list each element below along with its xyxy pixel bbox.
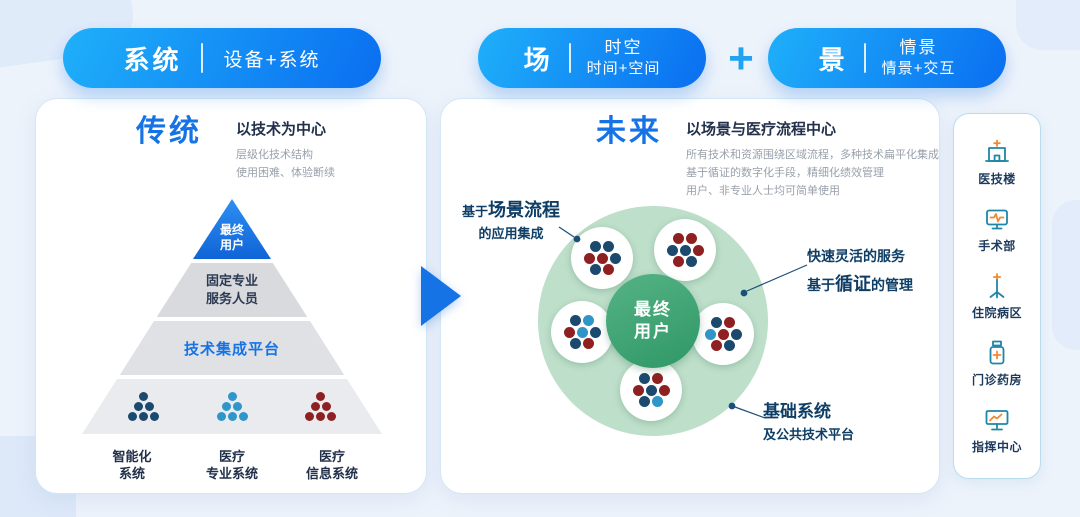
- app-cluster-circle: [551, 301, 613, 363]
- sidebar-label: 手术部: [978, 239, 1016, 253]
- medicine-bottle-icon: [989, 340, 1005, 365]
- pyramid-platform-level: 技术集成平台: [119, 321, 345, 375]
- pyramid-diagram: 最终 用户 固定专业 服务人员 技术集成平台: [82, 199, 382, 434]
- traditional-title: 传统: [136, 115, 202, 148]
- sidebar-label: 指挥中心: [971, 440, 1022, 454]
- label-service-line1: 快速灵活的服务: [807, 248, 905, 264]
- label-service-pre: 基于: [807, 276, 835, 293]
- pill-field: 场 时空 时间+空间: [478, 28, 706, 88]
- sidebar-item-medtech-building: 医技楼: [978, 137, 1016, 187]
- sidebar-label: 医技楼: [978, 172, 1016, 186]
- label-medical-info-line1: 医疗: [318, 449, 345, 464]
- pill-divider: [201, 43, 204, 73]
- traditional-desc-line2: 使用困难、体验断续: [236, 167, 335, 180]
- background-shape: [1052, 200, 1080, 350]
- plus-sign: +: [728, 34, 754, 83]
- label-smart-system-line1: 智能化: [112, 449, 152, 464]
- label-base-platform: 基础系统 及公共技术平台: [763, 399, 913, 445]
- pill-system-label: 系统: [123, 44, 182, 75]
- pill-field-sub-line1: 时空: [604, 38, 643, 58]
- pyramid-end-user-line1: 最终: [219, 222, 244, 237]
- pill-scene-sub-line2: 情景+交互: [881, 60, 956, 78]
- future-title: 未来: [596, 115, 662, 148]
- traditional-subtitle: 以技术为中心: [236, 121, 327, 138]
- iv-stand-icon: [989, 273, 1005, 299]
- pyramid-systems-level: [82, 379, 382, 434]
- pill-system: 系统 设备+系统: [63, 28, 381, 88]
- pill-system-sub: 设备+系统: [223, 49, 321, 71]
- command-screen-icon: [985, 410, 1009, 431]
- app-cluster-circle: [571, 227, 633, 289]
- pill-scene: 景 情景 情景+交互: [768, 28, 1006, 88]
- sidebar-item-inpatient-ward: 住院病区: [972, 271, 1022, 321]
- label-scene-em: 场景流程: [488, 200, 560, 220]
- app-cluster-circle: [692, 303, 754, 365]
- future-header: 未来 以场景与医疗流程中心 所有技术和资源围绕区域流程，多种技术扁平化集成 基于…: [596, 115, 939, 200]
- end-user-line1: 最终: [634, 299, 672, 319]
- app-cluster-circle: [654, 219, 716, 281]
- traditional-subheader: 以技术为中心 层级化技术结构 使用困难、体验断续: [236, 118, 335, 182]
- future-panel: 未来 以场景与医疗流程中心 所有技术和资源围绕区域流程，多种技术扁平化集成 基于…: [440, 98, 940, 494]
- end-user-circle: 最终 用户: [606, 274, 700, 368]
- traditional-desc-line1: 层级化技术结构: [236, 149, 313, 161]
- sidebar-item-surgery-dept: 手术部: [978, 204, 1016, 254]
- future-subtitle: 以场景与医疗流程中心: [686, 121, 837, 138]
- future-desc-line2: 基于循证的数字化手段，精细化绩效管理: [686, 167, 884, 180]
- background-shape: [1016, 0, 1080, 50]
- sidebar-label: 住院病区: [971, 306, 1022, 320]
- pyramid-staff-level: 固定专业 服务人员: [156, 263, 308, 317]
- pill-scene-sub: 情景 情景+交互: [882, 37, 956, 79]
- surgery-monitor-icon: [986, 209, 1008, 230]
- pill-field-label: 场: [523, 44, 553, 75]
- traditional-header: 传统 以技术为中心 层级化技术结构 使用困难、体验断续: [136, 115, 335, 182]
- pyramid-system-labels: 智能化 系统 医疗 专业系统 医疗 信息系统: [82, 449, 382, 483]
- dot-cluster-smart-systems: [128, 392, 159, 421]
- label-service-line2: 基于循证的管理: [807, 269, 939, 300]
- future-desc-line3: 用户、非专业人士均可简单使用: [686, 185, 840, 198]
- label-base-em: 基础系统: [763, 402, 831, 421]
- label-flexible-service: 快速灵活的服务 基于循证的管理: [807, 245, 939, 299]
- sidebar-item-outpatient-pharmacy: 门诊药房: [972, 338, 1022, 388]
- label-scene-line1: 基于场景流程: [447, 197, 575, 224]
- label-medical-info-line2: 信息系统: [305, 465, 358, 481]
- pyramid-staff-line2: 服务人员: [205, 291, 258, 306]
- label-scene-integration: 基于场景流程 的应用集成: [447, 197, 575, 244]
- pyramid-end-user-line2: 用户: [219, 238, 244, 253]
- label-medical-pro-line2: 专业系统: [205, 465, 258, 481]
- pyramid-platform-label: 技术集成平台: [183, 340, 280, 358]
- pill-divider: [568, 43, 571, 73]
- pill-field-sub-line2: 时间+空间: [586, 60, 661, 78]
- label-service-post: 的管理: [871, 276, 913, 293]
- dot-cluster-medical-pro-systems: [216, 392, 248, 421]
- label-scene-pre: 基于: [461, 204, 488, 219]
- pill-scene-sub-line1: 情景: [899, 38, 938, 58]
- traditional-panel: 传统 以技术为中心 层级化技术结构 使用困难、体验断续 最终 用户 固定专业 服…: [35, 98, 427, 494]
- pyramid-end-user-level: 最终 用户: [193, 199, 271, 259]
- department-sidebar: 医技楼 手术部 住院病区: [953, 113, 1041, 479]
- future-subheader: 以场景与医疗流程中心 所有技术和资源围绕区域流程，多种技术扁平化集成 基于循证的…: [686, 118, 939, 200]
- pill-divider: [863, 43, 866, 73]
- app-cluster-circle: [620, 359, 682, 421]
- sidebar-label: 门诊药房: [971, 373, 1022, 387]
- label-medical-pro-system: 医疗 专业系统: [182, 449, 282, 483]
- end-user-line2: 用户: [634, 322, 672, 341]
- pill-scene-label: 景: [818, 44, 848, 75]
- hospital-building-icon: [985, 139, 1009, 162]
- label-medical-pro-line1: 医疗: [218, 449, 245, 464]
- label-base-line1: 基础系统: [763, 399, 913, 425]
- label-smart-system: 智能化 系统: [82, 449, 182, 483]
- label-scene-line2: 的应用集成: [478, 226, 544, 241]
- label-base-line2: 及公共技术平台: [763, 427, 855, 443]
- label-medical-info-system: 医疗 信息系统: [282, 449, 382, 483]
- sidebar-item-command-center: 指挥中心: [972, 405, 1022, 455]
- label-smart-system-line2: 系统: [118, 465, 145, 481]
- dot-cluster-medical-info-systems: [305, 392, 336, 421]
- future-desc-line1: 所有技术和资源围绕区域流程，多种技术扁平化集成: [686, 149, 939, 161]
- transition-arrow-icon: [421, 266, 461, 326]
- pill-field-sub: 时空 时间+空间: [587, 37, 661, 79]
- pyramid-staff-line1: 固定专业: [205, 273, 258, 289]
- label-service-em: 循证: [835, 273, 871, 294]
